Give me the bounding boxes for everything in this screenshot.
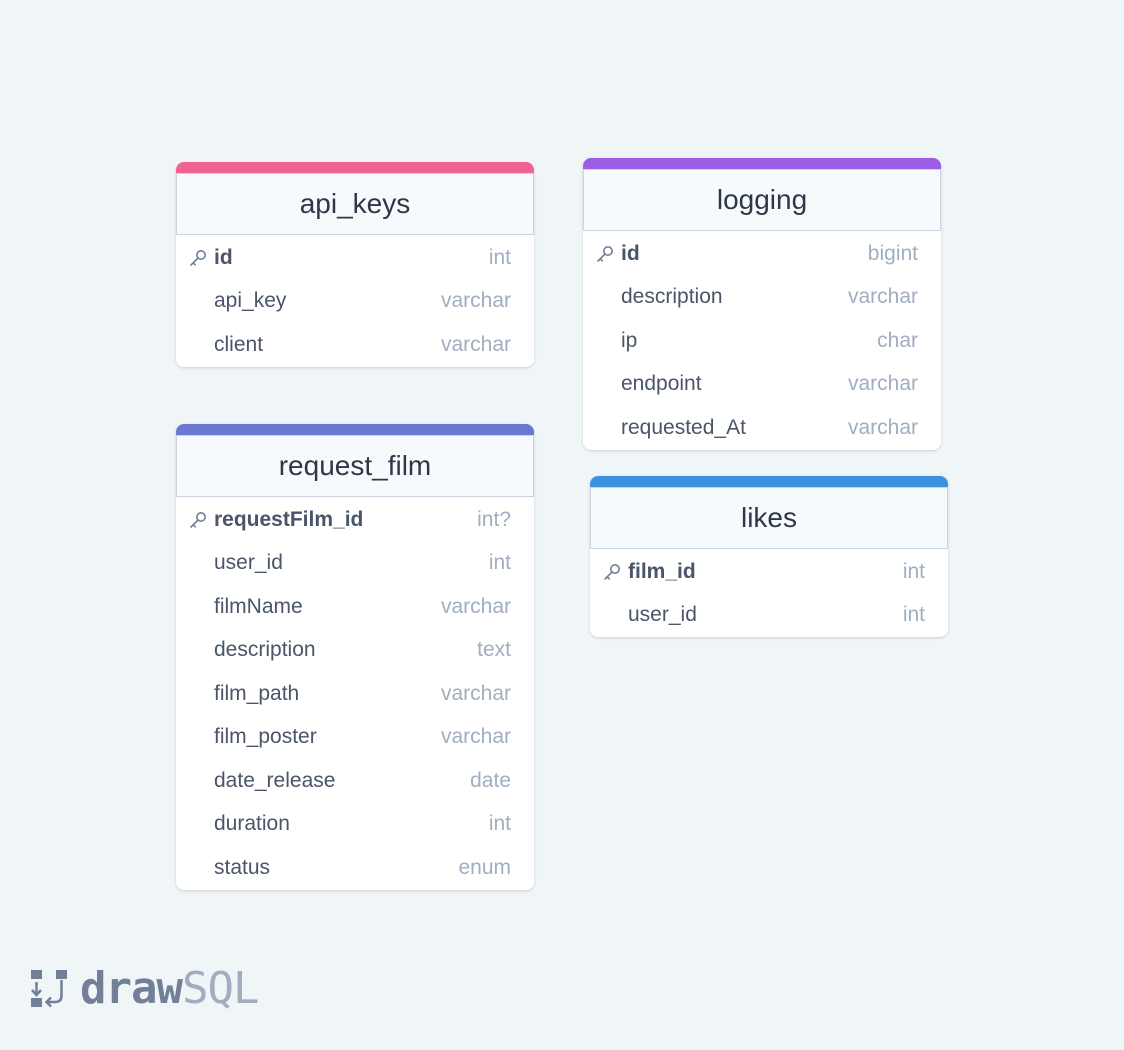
column-row[interactable]: id bigint <box>583 232 941 276</box>
column-type: varchar <box>440 725 511 749</box>
column-list: id bigint description varchar ip char endpoint… <box>583 231 941 450</box>
table-title[interactable]: api_keys <box>176 173 534 235</box>
column-name: requestFilm_id <box>214 507 364 531</box>
column-type: varchar <box>440 289 511 313</box>
column-row[interactable]: user_id int <box>176 542 534 586</box>
column-row[interactable]: duration int <box>176 803 534 847</box>
column-name: date_release <box>214 768 336 792</box>
column-type: int <box>488 812 511 836</box>
column-row[interactable]: description varchar <box>583 276 941 320</box>
column-row[interactable]: user_id int <box>590 594 948 638</box>
table-title[interactable]: likes <box>590 487 948 549</box>
column-name: description <box>621 285 723 309</box>
column-type: bigint <box>867 241 918 265</box>
column-name: user_id <box>214 551 283 575</box>
column-row[interactable]: requestFilm_id int? <box>176 498 534 542</box>
column-row[interactable]: client varchar <box>176 323 534 367</box>
key-icon <box>188 510 208 530</box>
column-name: api_key <box>214 289 287 313</box>
column-name: id <box>621 241 640 265</box>
logo-text-sql: SQL <box>181 962 259 1014</box>
column-row[interactable]: film_poster varchar <box>176 716 534 760</box>
column-name: ip <box>621 328 638 352</box>
column-type: varchar <box>847 415 918 439</box>
column-row[interactable]: film_path varchar <box>176 672 534 716</box>
drawsql-logo[interactable]: draw SQL <box>30 962 259 1014</box>
column-name: id <box>214 245 233 269</box>
column-row[interactable]: description text <box>176 629 534 673</box>
column-name: user_id <box>628 603 697 627</box>
column-type: date <box>470 768 511 792</box>
column-name: film_poster <box>214 725 317 749</box>
column-name: endpoint <box>621 372 702 396</box>
drawsql-logo-icon <box>31 970 67 1008</box>
column-type: int <box>488 245 511 269</box>
column-name: filmName <box>214 594 303 618</box>
column-type: char <box>877 328 918 352</box>
column-type: int? <box>477 507 511 531</box>
column-type: varchar <box>847 285 918 309</box>
column-name: film_id <box>628 559 696 583</box>
column-name: requested_At <box>621 415 746 439</box>
table-accent-bar <box>176 162 534 173</box>
column-row[interactable]: filmName varchar <box>176 585 534 629</box>
table-accent-bar <box>590 476 948 487</box>
column-row[interactable]: endpoint varchar <box>583 363 941 407</box>
column-type: int <box>488 551 511 575</box>
column-type: int <box>902 559 925 583</box>
column-type: varchar <box>440 332 511 356</box>
column-type: text <box>477 638 511 662</box>
key-icon <box>188 248 208 268</box>
table-logging[interactable]: logging id bigint description varchar ip char… <box>583 158 941 450</box>
column-name: film_path <box>214 681 300 705</box>
column-row[interactable]: ip char <box>583 319 941 363</box>
column-row[interactable]: api_key varchar <box>176 280 534 324</box>
column-type: enum <box>458 855 511 879</box>
column-row[interactable]: status enum <box>176 846 534 890</box>
column-row[interactable]: date_release date <box>176 759 534 803</box>
table-accent-bar <box>176 424 534 435</box>
key-icon <box>602 562 622 582</box>
column-row[interactable]: requested_At varchar <box>583 406 941 450</box>
column-type: varchar <box>847 372 918 396</box>
column-name: description <box>214 638 316 662</box>
key-icon <box>595 244 615 264</box>
table-title[interactable]: request_film <box>176 435 534 497</box>
logo-text-draw: draw <box>80 962 183 1014</box>
column-name: client <box>214 332 264 356</box>
column-row[interactable]: film_id int <box>590 550 948 594</box>
column-name: status <box>214 855 271 879</box>
table-title[interactable]: logging <box>583 169 941 231</box>
column-row[interactable]: id int <box>176 236 534 280</box>
column-type: varchar <box>440 681 511 705</box>
table-accent-bar <box>583 158 941 169</box>
column-type: varchar <box>440 594 511 618</box>
column-name: duration <box>214 812 290 836</box>
column-type: int <box>902 603 925 627</box>
